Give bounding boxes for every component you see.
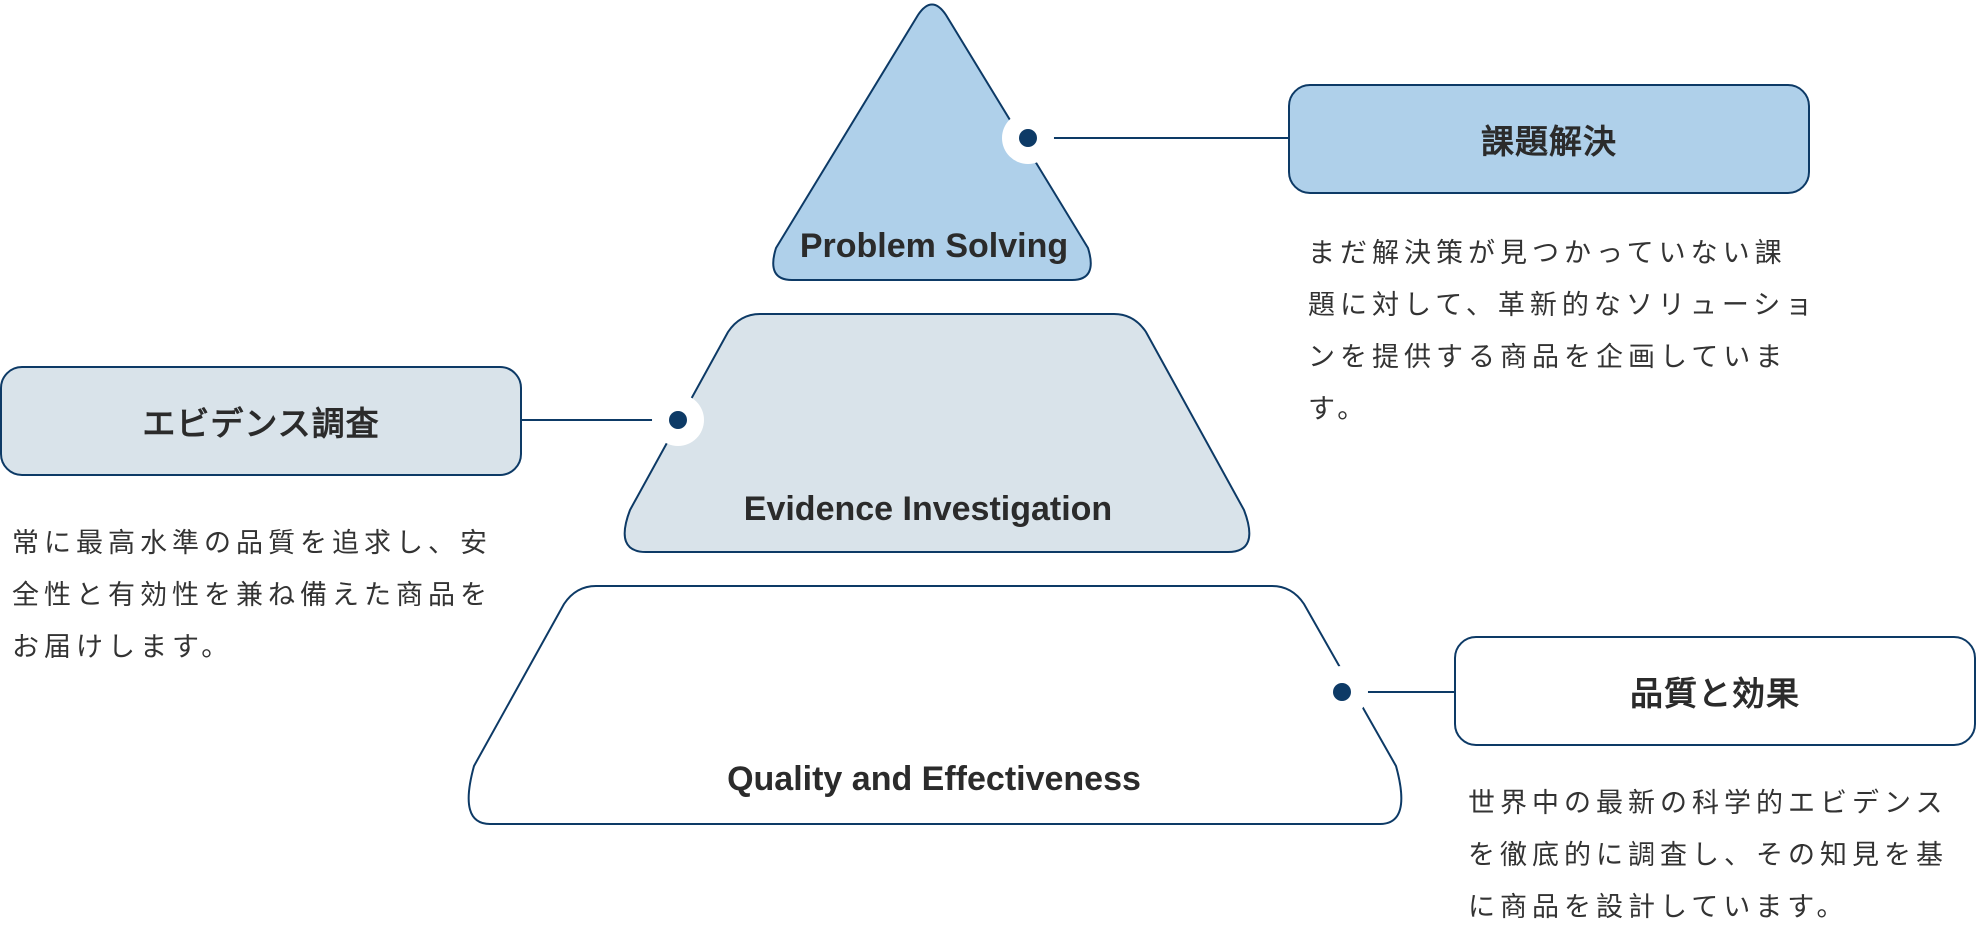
callout-problem-solving-description: まだ解決策が見つかっていない課題に対して、革新的なソリューションを提供する商品を… <box>1308 238 1818 425</box>
callout-quality-box: 品質と効果 <box>1454 636 1976 746</box>
callout-quality-description: 世界中の最新の科学的エビデンスを徹底的に調査し、その知見を基に商品を設計していま… <box>1468 788 1948 923</box>
tier-bottom-label: Quality and Effectiveness <box>727 760 1141 798</box>
callout-evidence-title: エビデンス調査 <box>142 404 380 443</box>
tier-top-shape <box>772 3 1092 281</box>
callout-problem-solving-box: 課題解決 <box>1288 84 1810 194</box>
callout-problem-solving-title: 課題解決 <box>1481 122 1617 161</box>
connector-node-dot <box>1019 129 1037 147</box>
connector-node-dot <box>1333 683 1351 701</box>
tier-top-label: Problem Solving <box>800 227 1068 265</box>
tier-bottom-shape <box>467 585 1403 825</box>
connector-node-dot <box>669 411 687 429</box>
tier-middle-shape <box>623 313 1251 553</box>
callout-quality-title: 品質と効果 <box>1630 674 1800 713</box>
callout-evidence-description: 常に最高水準の品質を追求し、安全性と有効性を兼ね備えた商品をお届けします。 <box>12 528 492 663</box>
callout-evidence-box: エビデンス調査 <box>0 366 522 476</box>
tier-middle-label: Evidence Investigation <box>744 490 1112 528</box>
